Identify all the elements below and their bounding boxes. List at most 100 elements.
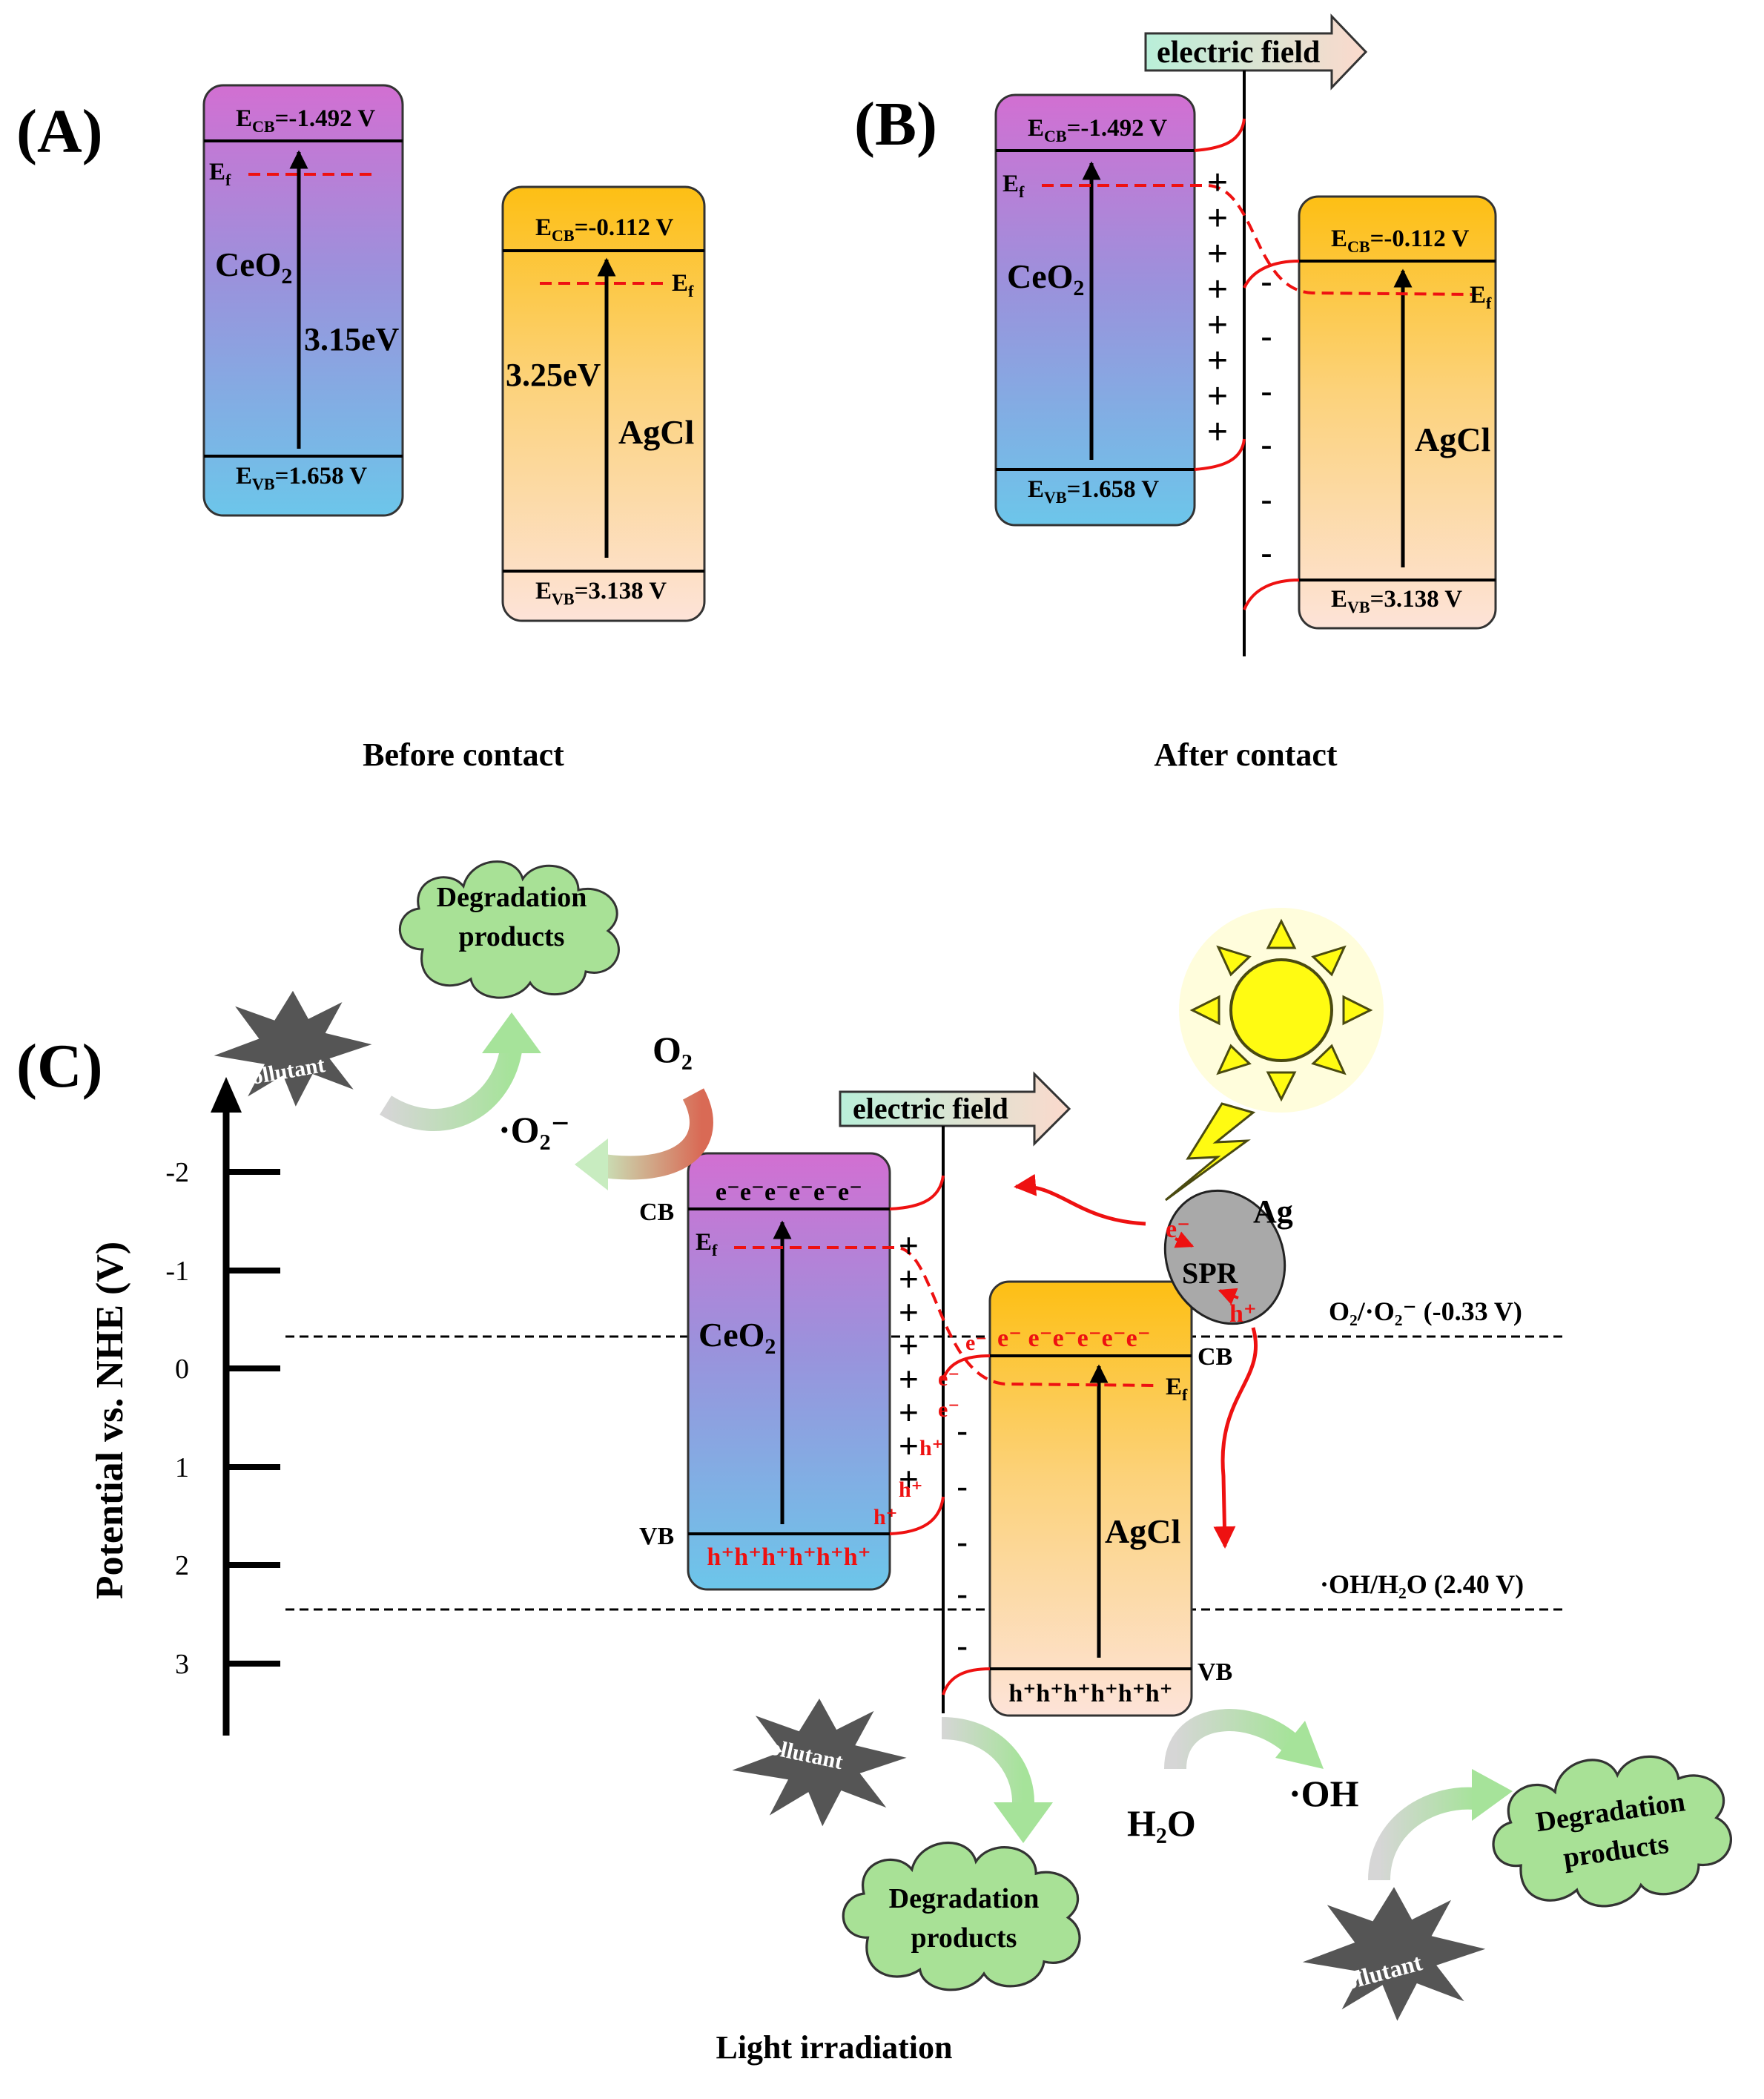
svg-text:-: - bbox=[957, 1467, 968, 1506]
agcl-electrons: e⁻ e⁻e⁻e⁻e⁻e⁻ bbox=[997, 1325, 1151, 1352]
panel-a-ceo2-band bbox=[202, 84, 404, 517]
panel-c-field-arrow bbox=[839, 1071, 1071, 1147]
svg-text:h⁺: h⁺ bbox=[899, 1477, 923, 1502]
svg-text:e⁻: e⁻ bbox=[965, 1331, 987, 1355]
degradation-arrow-mid bbox=[941, 1717, 1034, 1803]
svg-text:e⁻: e⁻ bbox=[938, 1397, 959, 1422]
svg-text:e⁻: e⁻ bbox=[938, 1366, 959, 1391]
oh-reference-label: ·OH/H₂O (2.40 V) bbox=[1320, 1569, 1524, 1599]
superoxide-label: ·O₂⁻ bbox=[498, 1109, 570, 1150]
svg-text:+: + bbox=[899, 1426, 919, 1465]
electron-transfer-arrow bbox=[1014, 1173, 1146, 1226]
svg-text:-: - bbox=[957, 1575, 968, 1613]
panel-a-caption: Before contact bbox=[363, 737, 564, 773]
panel-a-ceo2-name: CeO2 bbox=[215, 246, 292, 289]
panel-b-field-arrow bbox=[1144, 13, 1368, 90]
hydroxyl-label: ·OH bbox=[1289, 1773, 1359, 1814]
panel-b-ceo2-band bbox=[994, 93, 1196, 527]
water-oxidation-arrow bbox=[1164, 1709, 1298, 1770]
products-cloud-right bbox=[1481, 1741, 1740, 1922]
panel-a-ceo2-ef: Ef bbox=[209, 159, 231, 189]
panel-c-ceo2-band bbox=[687, 1152, 891, 1591]
panel-b-field-label: electric field bbox=[1157, 36, 1320, 70]
axis-title: Potential vs. NHE (V) bbox=[89, 1242, 131, 1599]
pollutant-star-top bbox=[214, 990, 372, 1107]
products-mid-line2: products bbox=[911, 1922, 1017, 1954]
panel-a-agcl-name: AgCl bbox=[618, 413, 694, 451]
panel-b-label: (B) bbox=[854, 90, 937, 159]
svg-text:+: + bbox=[899, 1326, 919, 1365]
ag-nanoparticle bbox=[1163, 1189, 1286, 1325]
agcl-to-ceo2-arrow bbox=[1213, 1327, 1258, 1549]
h2o-label: H₂O bbox=[1127, 1802, 1196, 1844]
panel-a-ceo2-gap: 3.15eV bbox=[304, 321, 400, 357]
products-cloud-mid bbox=[842, 1841, 1081, 1991]
svg-text:1: 1 bbox=[175, 1452, 189, 1483]
ceo2-ef-label: Ef bbox=[696, 1229, 718, 1259]
svg-text:h⁺: h⁺ bbox=[873, 1505, 898, 1529]
svg-text:+: + bbox=[1207, 163, 1228, 202]
svg-text:-: - bbox=[1261, 372, 1272, 412]
panel-c-fermi-level bbox=[734, 1246, 1157, 1387]
panel-b-positive-charges: + + + + + + + + bbox=[1207, 163, 1228, 452]
svg-text:+: + bbox=[1207, 412, 1228, 452]
panel-b-agcl-name: AgCl bbox=[1415, 421, 1490, 458]
products-mid-line1: Degradation bbox=[889, 1883, 1040, 1914]
panel-c-negative-charges: - - - - - bbox=[957, 1411, 968, 1665]
panel-b-ceo2-name: CeO2 bbox=[1007, 257, 1084, 300]
svg-text:+: + bbox=[899, 1293, 919, 1331]
svg-text:+: + bbox=[1207, 377, 1228, 416]
o2-label: O₂ bbox=[653, 1029, 693, 1070]
panel-c-agcl-band bbox=[988, 1280, 1193, 1717]
degradation-arrow-top bbox=[380, 1044, 523, 1131]
products-top-line2: products bbox=[459, 921, 565, 952]
svg-text:+: + bbox=[899, 1360, 919, 1398]
degradation-arrow-right bbox=[1368, 1787, 1477, 1881]
panel-b-negative-charges: - - - - - - bbox=[1261, 263, 1272, 573]
panel-a-label: (A) bbox=[16, 97, 103, 166]
svg-text:-1: -1 bbox=[165, 1256, 189, 1287]
svg-text:+: + bbox=[899, 1259, 919, 1298]
svg-text:-: - bbox=[1261, 481, 1272, 520]
svg-text:+: + bbox=[1207, 199, 1228, 238]
panel-c-agcl-name: AgCl bbox=[1105, 1512, 1180, 1550]
svg-text:-2: -2 bbox=[165, 1157, 189, 1188]
svg-text:h⁺: h⁺ bbox=[919, 1436, 944, 1460]
products-top-line1: Degradation bbox=[437, 882, 587, 913]
ceo2-electrons: e⁻e⁻e⁻e⁻e⁻e⁻ bbox=[716, 1179, 862, 1206]
svg-text:-: - bbox=[1261, 317, 1272, 357]
panel-a-agcl-gap: 3.25eV bbox=[506, 357, 601, 393]
panel-b-caption: After contact bbox=[1154, 737, 1338, 773]
interface-carriers: e⁻ e⁻ e⁻ h⁺ h⁺ h⁺ bbox=[873, 1331, 987, 1529]
svg-text:+: + bbox=[1207, 341, 1228, 380]
spr-label: SPR bbox=[1182, 1256, 1239, 1290]
panel-c-ceo2-name: CeO2 bbox=[698, 1316, 776, 1359]
svg-text:3: 3 bbox=[175, 1649, 189, 1680]
sun-icon bbox=[1179, 908, 1384, 1113]
svg-text:+: + bbox=[899, 1460, 919, 1498]
svg-text:-: - bbox=[957, 1627, 968, 1665]
panel-c-caption: Light irradiation bbox=[716, 2029, 952, 2066]
ceo2-vb-label: VB bbox=[639, 1523, 674, 1550]
agcl-cb-label: CB bbox=[1198, 1343, 1232, 1371]
panel-c-label: (C) bbox=[16, 1032, 103, 1101]
o2-reduction-arrow bbox=[591, 1088, 713, 1180]
panel-c-positive-charges: +++ +++ ++ bbox=[899, 1226, 919, 1498]
svg-text:+: + bbox=[899, 1226, 919, 1265]
agcl-holes: h⁺h⁺h⁺h⁺h⁺h⁺ bbox=[1008, 1680, 1172, 1707]
agcl-vb-label: VB bbox=[1198, 1658, 1232, 1686]
svg-text:-: - bbox=[957, 1411, 968, 1450]
svg-text:+: + bbox=[1207, 270, 1228, 309]
svg-text:2: 2 bbox=[175, 1550, 189, 1581]
svg-text:+: + bbox=[1207, 234, 1228, 274]
panel-b-agcl-ecb: ECB=-0.112 V bbox=[1331, 225, 1469, 256]
svg-text:0: 0 bbox=[175, 1354, 189, 1385]
svg-text:-: - bbox=[1261, 426, 1272, 465]
panel-b-ceo2-ef: Ef bbox=[1002, 171, 1025, 201]
lightning-icon bbox=[1165, 1102, 1256, 1202]
panel-c-field-label: electric field bbox=[853, 1092, 1008, 1125]
svg-text:-: - bbox=[957, 1523, 968, 1561]
svg-text:-: - bbox=[1261, 534, 1272, 573]
